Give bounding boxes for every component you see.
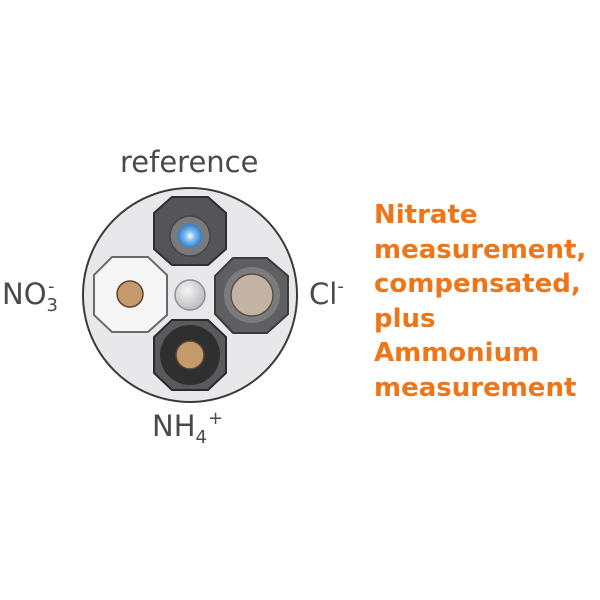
- sensor-cross-section: [82, 187, 298, 403]
- measurement-caption: Nitrate measurement, compensated, plus A…: [374, 198, 599, 405]
- caption-line: measurement: [374, 372, 577, 403]
- caption-line: plus: [374, 303, 436, 334]
- center-pin: [174, 279, 206, 311]
- reference-label: reference: [120, 145, 259, 179]
- caption-line: measurement,: [374, 234, 587, 265]
- ammonium-electrode: [153, 319, 227, 391]
- chloride-electrode: [214, 257, 289, 334]
- reference-electrode: [153, 196, 227, 266]
- nitrate-label: NO3-: [2, 276, 58, 316]
- caption-line: Ammonium: [374, 338, 540, 368]
- nitrate-electrode: [93, 256, 168, 333]
- chloride-label: Cl-: [309, 276, 344, 311]
- caption-line: Nitrate: [374, 200, 478, 230]
- caption-line: compensated,: [374, 269, 581, 299]
- ammonium-label: NH4+: [152, 408, 224, 448]
